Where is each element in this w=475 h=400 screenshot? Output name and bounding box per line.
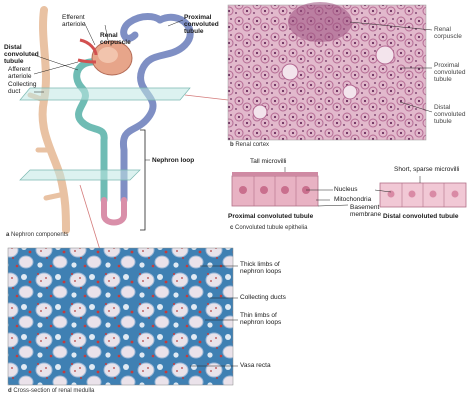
label-thin-limbs: Thin limbs of nephron loops <box>240 312 282 326</box>
label-afferent-arteriole: Afferent arteriole <box>8 66 32 80</box>
label-micro-proximal: Proximal convoluted tubule <box>434 62 466 83</box>
cortex-plane <box>19 87 191 101</box>
label-collecting-ducts: Collecting ducts <box>240 294 286 301</box>
panel-a-letter: a <box>6 232 10 238</box>
label-tall-microvilli: Tall microvilli <box>250 158 287 165</box>
arrow-to-medulla <box>79 184 101 251</box>
label-short-microvilli: Short, sparse microvilli <box>394 166 460 173</box>
label-nucleus: Nucleus <box>334 186 358 193</box>
label-thick-limbs: Thick limbs of nephron loops <box>240 261 282 275</box>
caption-panel-b: b Renal cortex <box>230 142 269 148</box>
label-epi-proximal: Proximal convoluted tubule <box>228 213 314 220</box>
nephron-loop-shape <box>101 197 127 226</box>
label-nephron-loop: Nephron loop <box>152 157 195 164</box>
panel-d-letter: d <box>8 388 12 394</box>
label-efferent-arteriole: Efferent arteriole <box>62 14 86 28</box>
nephron-diagram <box>19 6 229 251</box>
panel-b-letter: b <box>230 142 234 148</box>
panel-c-text: Convoluted tubule epithelia <box>235 225 308 231</box>
label-collecting-duct: Collecting duct <box>8 81 37 95</box>
distal-tubule-shape <box>73 58 108 204</box>
panel-a-text: Nephron components <box>11 232 69 238</box>
label-proximal-convoluted-tubule: Proximal convoluted tubule <box>184 14 219 35</box>
caption-panel-c: c Convoluted tubule epithelia <box>230 225 307 231</box>
label-vasa-recta: Vasa recta <box>240 362 271 369</box>
proximal-tubule-shape <box>119 13 194 204</box>
label-basement-membrane: Basement membrane <box>350 204 382 218</box>
collecting-duct-shape <box>38 6 70 234</box>
label-renal-corpuscle: Renal corpuscle <box>100 32 131 46</box>
label-micro-distal: Distal convoluted tubule <box>434 104 466 125</box>
nephron-loop-bracket <box>140 129 146 231</box>
panel-d-text: Cross-section of renal medulla <box>13 388 95 394</box>
medulla-plane <box>19 169 141 181</box>
tubule-epithelia <box>231 167 467 208</box>
caption-panel-d: d Cross-section of renal medulla <box>8 388 94 394</box>
panel-b-text: Renal cortex <box>235 142 270 148</box>
renal-cortex-micrograph <box>227 2 433 141</box>
caption-panel-a: a Nephron components <box>6 232 68 238</box>
arrow-to-cortex <box>184 94 229 101</box>
label-distal-convoluted-tubule: Distal convoluted tubule <box>4 44 39 65</box>
label-micro-renal-corpuscle: Renal corpuscle <box>434 26 462 40</box>
label-epi-distal: Distal convoluted tubule <box>383 213 459 220</box>
medulla-micrograph <box>7 247 238 386</box>
label-mitochondria: Mitochondria <box>334 196 372 203</box>
panel-c-letter: c <box>230 225 234 231</box>
